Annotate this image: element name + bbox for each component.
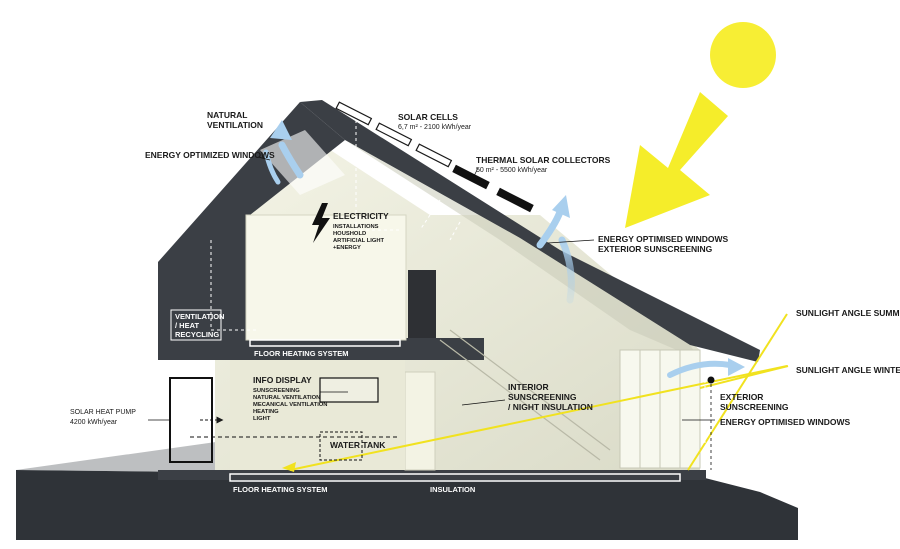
label-floor-heating-upper: FLOOR HEATING SYSTEM xyxy=(254,349,348,358)
inner-wall-upper xyxy=(245,214,407,341)
label-electricity-item-2: ARTIFICIAL LIGHT xyxy=(333,238,385,244)
label-natural-ventilation-2: VENTILATION xyxy=(207,120,263,130)
label-info-item-3: HEATING xyxy=(253,409,279,415)
sun-arrow-icon xyxy=(625,92,728,228)
sunlight-summer-line xyxy=(687,313,788,471)
label-solar-cells-detail: 6,7 m² - 2100 kWh/year xyxy=(398,124,472,131)
ground-slope xyxy=(16,470,798,540)
label-electricity-item-1: HOUSHOLD xyxy=(333,231,366,237)
label-energy-windows-sunscreen-1: ENERGY OPTIMISED WINDOWS xyxy=(598,234,729,244)
label-info-item-0: SUNSCREENING xyxy=(253,388,300,394)
label-info-item-4: LIGHT xyxy=(253,416,271,422)
label-energy-windows-sunscreen-2: EXTERIOR SUNSCREENING xyxy=(598,244,713,254)
label-ventilation-3: RECYCLING xyxy=(175,330,219,339)
label-interior-sunscreen-1: INTERIOR xyxy=(508,382,549,392)
upper-slab xyxy=(158,338,484,360)
dashed-routes xyxy=(210,120,706,470)
label-exterior-sunscreen-2: SUNSCREENING xyxy=(720,402,789,412)
label-electricity-item-3: +ENERGY xyxy=(333,245,361,251)
label-electricity-item-0: INSTALLATIONS xyxy=(333,224,379,230)
label-sunlight-summer: SUNLIGHT ANGLE SUMMER xyxy=(796,308,900,318)
label-ventilation-1: VENTILATION xyxy=(175,312,224,321)
ventilation-label-box xyxy=(170,309,222,341)
floor-heating-lower-bar xyxy=(229,473,681,482)
info-display-box xyxy=(319,377,379,403)
label-interior-sunscreen-2: SUNSCREENING xyxy=(508,392,577,402)
label-solar-cells: SOLAR CELLS xyxy=(398,112,458,122)
label-natural-ventilation-1: NATURAL xyxy=(207,110,247,120)
label-interior-sunscreen-3: / NIGHT INSULATION xyxy=(508,402,593,412)
roof-main xyxy=(300,100,760,362)
label-energy-optimized-windows: ENERGY OPTIMIZED WINDOWS xyxy=(145,150,275,160)
thermal-collectors xyxy=(452,164,534,213)
stair-door xyxy=(408,270,436,338)
lightning-icon xyxy=(312,203,330,243)
label-ventilation-2: / HEAT xyxy=(175,321,199,330)
label-info-item-2: MECANICAL VENTILATION xyxy=(253,402,328,408)
label-floor-heating-lower: FLOOR HEATING SYSTEM xyxy=(233,485,327,494)
label-energy-optimised-windows-lower: ENERGY OPTIMISED WINDOWS xyxy=(720,417,851,427)
label-info-display: INFO DISPLAY xyxy=(253,375,312,385)
sun-icon xyxy=(710,22,776,88)
lower-slab xyxy=(158,470,706,480)
label-insulation: INSULATION xyxy=(430,485,475,494)
label-electricity: ELECTRICITY xyxy=(333,211,389,221)
sunlight-winter-line xyxy=(289,365,788,471)
label-solar-heat-pump: SOLAR HEAT PUMP xyxy=(70,409,136,416)
label-thermal-collectors-detail: 50 m² - 5500 kWh/year xyxy=(476,167,548,174)
label-water-tank: WATER TANK xyxy=(330,440,386,450)
label-thermal-collectors: THERMAL SOLAR COLLECTORS xyxy=(476,155,611,165)
stairs xyxy=(439,329,611,461)
label-solar-heat-pump-detail: 4200 kWh/year xyxy=(70,419,118,426)
water-tank-box xyxy=(319,431,363,461)
solar-cells xyxy=(335,101,453,168)
air-flow-arrows xyxy=(263,120,745,378)
lower-door xyxy=(404,371,436,471)
label-exterior-sunscreen-1: EXTERIOR xyxy=(720,392,763,402)
label-sunlight-winter: SUNLIGHT ANGLE WINTER xyxy=(796,365,900,375)
floor-heating-upper-bar xyxy=(249,339,401,347)
label-info-item-1: NATURAL VENTILATION xyxy=(253,395,320,401)
roof-underside xyxy=(345,140,700,360)
